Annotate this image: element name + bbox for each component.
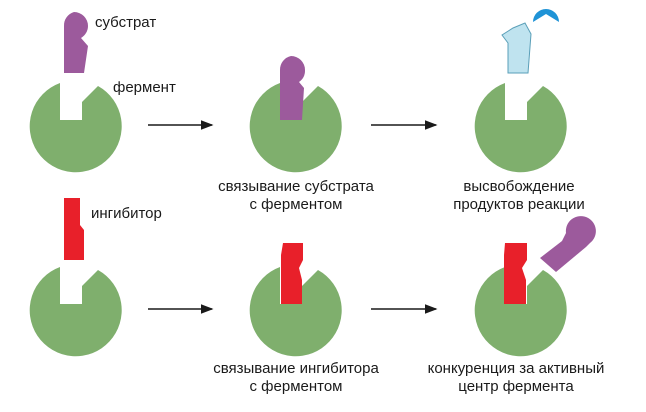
enzyme-shape <box>29 83 122 173</box>
stage-substrate-binding: связывание субстрата с ферментом <box>218 56 375 213</box>
substrate-label: субстрат <box>95 14 156 31</box>
inhibitor-label: ингибитор <box>91 205 162 222</box>
caption-inhibitor-binding-line1: связывание ингибитора <box>213 360 379 377</box>
enzyme-shape <box>249 267 342 357</box>
enzyme-label: фермент <box>113 79 176 96</box>
product-molecule <box>501 22 532 74</box>
caption-competition-line2: центр фермента <box>458 378 574 395</box>
caption-product-release-line1: высвобождение <box>463 178 574 195</box>
caption-product-release-line2: продуктов реакции <box>453 196 585 213</box>
stage-inhibitor-binding: связывание ингибитора с ферментом <box>213 243 379 395</box>
substrate-molecule <box>279 56 306 120</box>
caption-substrate-binding-line2: с ферментом <box>250 196 343 213</box>
caption-competition-line1: конкуренция за активный <box>428 360 605 377</box>
enzyme-shape <box>474 267 567 357</box>
caption-inhibitor-binding-line2: с ферментом <box>250 378 343 395</box>
substrate-molecule <box>63 12 88 73</box>
product-fragment <box>533 9 559 22</box>
enzyme-shape <box>249 83 342 173</box>
stage-free-enzyme-inhibitor: ингибитор <box>29 198 162 357</box>
inhibitor-molecule <box>504 243 527 304</box>
enzyme-shape <box>474 83 567 173</box>
inhibitor-molecule <box>281 243 303 304</box>
inhibitor-molecule <box>64 198 84 260</box>
enzyme-shape <box>29 267 122 357</box>
stage-active-site-competition: конкуренция за активный центр фермента <box>428 216 605 395</box>
caption-substrate-binding-line1: связывание субстрата <box>218 178 374 195</box>
substrate-molecule <box>540 216 596 272</box>
stage-product-release: высвобождение продуктов реакции <box>453 9 585 213</box>
stage-free-enzyme-substrate: субстрат фермент <box>29 12 176 173</box>
